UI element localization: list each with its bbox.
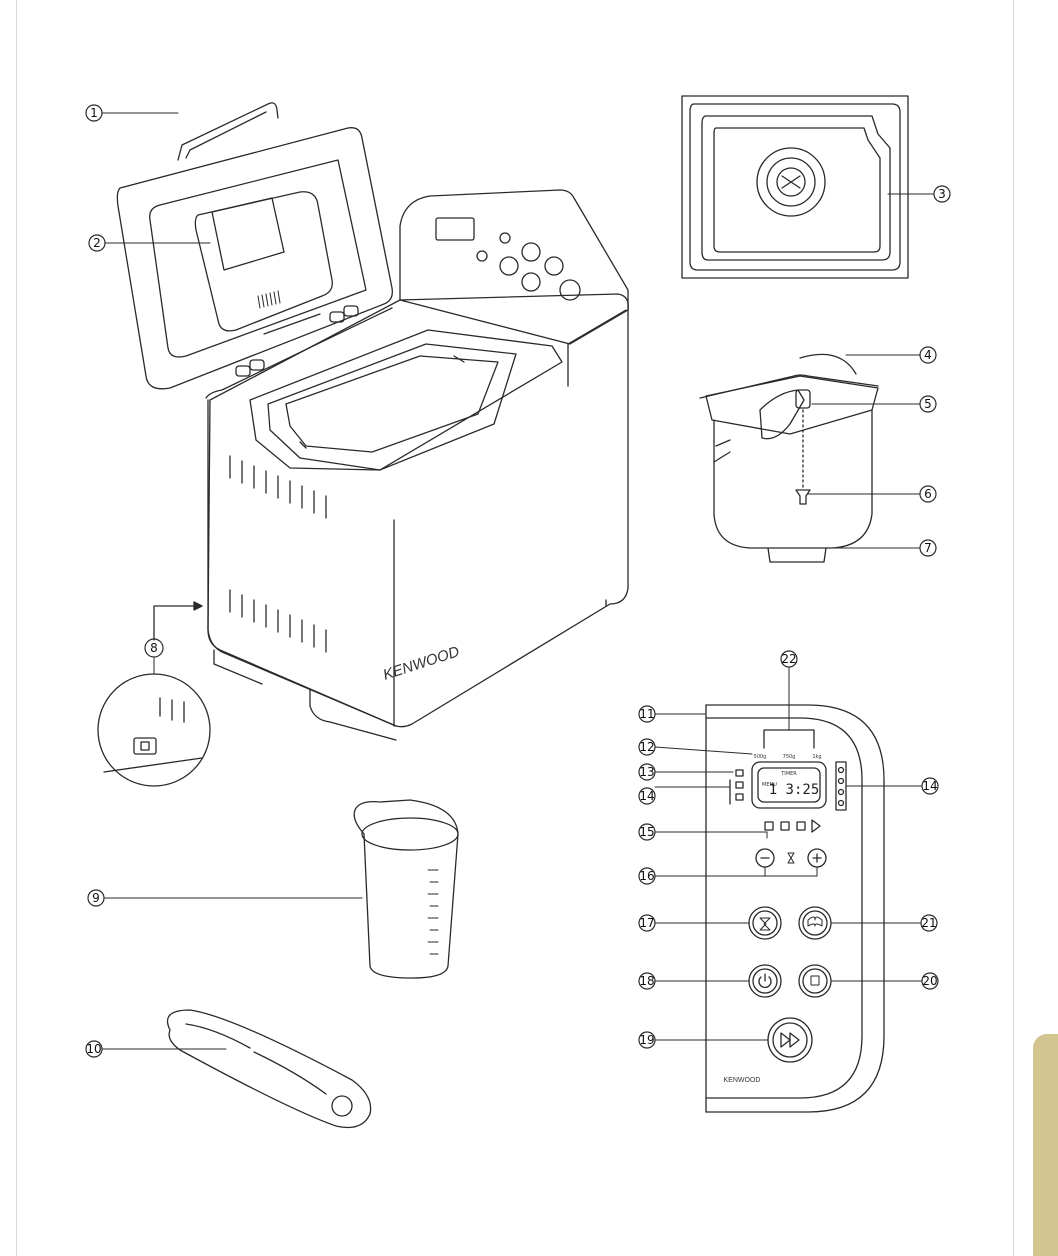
callout-12: 12 (639, 740, 654, 754)
callout-16: 16 (639, 869, 654, 883)
panel-brand-label: KENWOOD (724, 1077, 761, 1084)
callout-3: 3 (938, 187, 946, 201)
page-frame-right (1013, 0, 1014, 1256)
callout-7: 7 (924, 541, 932, 555)
lcd-time: 1 3:25 (769, 782, 820, 798)
callout-11: 11 (639, 707, 654, 721)
machine-brand-label: KENWOOD (381, 643, 462, 684)
callout-2: 2 (93, 236, 101, 250)
callout-20: 20 (922, 974, 937, 988)
callout-8: 8 (150, 641, 158, 655)
page-frame-left (16, 0, 17, 1256)
callout-10: 10 (86, 1042, 101, 1056)
callout-4: 4 (924, 348, 932, 362)
callout-14-right: 14 (922, 779, 937, 793)
panel-text: 500g 750g 1kg TIMER MENU 1 3:25 KENWOOD (724, 754, 822, 1084)
lcd-sub: MENU (762, 782, 777, 788)
callout-9: 9 (92, 891, 100, 905)
pan-top-view (681, 95, 909, 279)
callout-17: 17 (639, 916, 654, 930)
loaf-size-500g: 500g (754, 754, 767, 760)
pan-side-view (699, 353, 879, 563)
callout-13: 13 (639, 765, 654, 779)
measuring-spoon (166, 1009, 372, 1129)
callout-1: 1 (90, 106, 98, 120)
loaf-size-750g: 750g (783, 754, 796, 760)
callout-6: 6 (924, 487, 932, 501)
control-panel (705, 704, 885, 1113)
callout-22: 22 (781, 652, 796, 666)
measuring-cup (353, 799, 459, 979)
callout-21: 21 (921, 916, 936, 930)
bread-maker: KENWOOD (116, 102, 629, 741)
leader-lines (101, 112, 935, 1050)
power-switch-inset (97, 673, 211, 787)
callout-15: 15 (639, 825, 654, 839)
callout-18: 18 (639, 974, 654, 988)
callout-14-left: 14 (639, 789, 654, 803)
callout-numbers: 1 2 3 4 5 6 7 8 9 10 11 12 13 14 14 15 1… (86, 106, 945, 1056)
loaf-size-1kg: 1kg (812, 754, 821, 760)
lcd-header: TIMER (780, 771, 797, 777)
callout-19: 19 (639, 1033, 654, 1047)
callout-circles (85, 104, 951, 1058)
callout-5: 5 (924, 397, 932, 411)
section-tab (1033, 1034, 1058, 1256)
